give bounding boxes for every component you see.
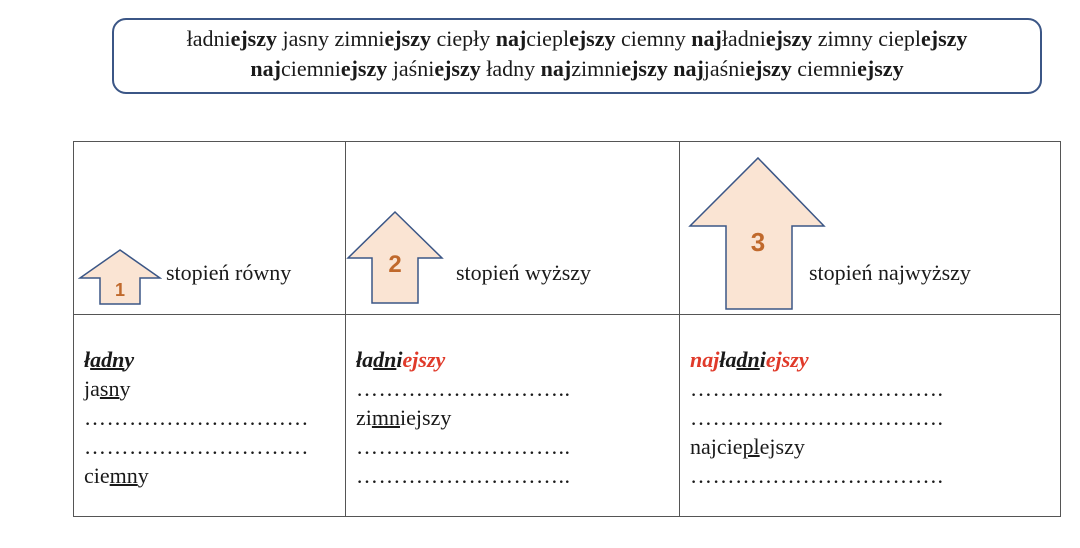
degree-label-2: stopień wyższy: [456, 260, 592, 285]
word-fragment: jaśni: [703, 56, 746, 81]
answer-cell-2: ładniejszy………………………..zimniejszy…………………………: [345, 314, 680, 517]
word-bank-box: ładniejszy jasny zimniejszy ciepły najci…: [112, 18, 1042, 94]
bold-fragment: ejszy: [621, 56, 668, 81]
bold-fragment: ejszy: [765, 26, 813, 51]
word-post: y: [119, 376, 131, 401]
word-pre: zi: [356, 405, 372, 430]
example-stem-underlined: dn: [736, 347, 760, 372]
word-fragment: zimny ciepl: [812, 26, 921, 51]
example-pre: ła: [719, 347, 737, 372]
header-row: 1 stopień równy 2 stopień wyższy 3 stopi…: [73, 141, 1061, 315]
example-word: ładniejszy: [356, 345, 679, 374]
degree-label-3: stopień najwyższy: [809, 260, 971, 285]
word-bank-line-2: najciemniejszy jaśniejszy ładny najzimni…: [114, 54, 1040, 84]
suffix-red: ejszy: [765, 347, 809, 372]
answer-word: ciemny: [84, 461, 345, 490]
word-fragment: ładny: [480, 56, 541, 81]
example-word: ładny: [84, 345, 345, 374]
blank-line: ………………………..: [356, 434, 571, 459]
answer-word: jasny: [84, 374, 345, 403]
degree-number-3: 3: [751, 227, 765, 257]
word-fragment: ciemni: [280, 56, 341, 81]
bold-fragment: ejszy: [857, 56, 904, 81]
bold-fragment: naj: [691, 26, 722, 51]
answer-list-2: ładniejszy………………………..zimniejszy…………………………: [346, 315, 679, 490]
degree-number-1: 1: [115, 280, 125, 300]
up-arrow-icon-2: 2: [346, 210, 444, 304]
word-fragment: ciemni: [791, 56, 858, 81]
degree-label-1: stopień równy: [166, 260, 292, 285]
bold-fragment: naj: [540, 56, 572, 81]
answer-list-3: najładniejszy…………………………….…………………………….naj…: [680, 315, 1060, 490]
blank-line: ………………………..: [356, 376, 571, 401]
word-pre: najcie: [690, 434, 743, 459]
example-word: najładniejszy: [690, 345, 1060, 374]
word-pre: cie: [84, 463, 110, 488]
answer-word: zimniejszy: [356, 403, 679, 432]
bold-fragment: ejszy: [569, 26, 616, 51]
example-post: y: [124, 347, 135, 372]
word-fragment: ładni: [721, 26, 766, 51]
example-stem-underlined: dn: [373, 347, 397, 372]
word-fragment: jasny zimni: [277, 26, 385, 51]
answer-cell-3: najładniejszy…………………………….…………………………….naj…: [679, 314, 1061, 517]
example-pre: ł: [84, 347, 91, 372]
bold-fragment: ejszy: [434, 56, 481, 81]
blank-line: ………………………..: [356, 463, 571, 488]
blank-line: …………………………….: [690, 463, 944, 488]
up-arrow-icon-1: 1: [78, 249, 162, 305]
degrees-table: 1 stopień równy 2 stopień wyższy 3 stopi…: [73, 141, 1061, 517]
bold-fragment: naj: [673, 56, 704, 81]
word-bank-line-1: ładniejszy jasny zimniejszy ciepły najci…: [114, 24, 1040, 54]
word-post: y: [137, 463, 149, 488]
word-fragment: jaśni: [387, 56, 435, 81]
blank-line: …………………………….: [690, 376, 944, 401]
bold-fragment: ejszy: [745, 56, 792, 81]
example-stem-underlined: adn: [90, 347, 125, 372]
word-post: iejszy: [400, 405, 452, 430]
bold-fragment: ejszy: [920, 26, 968, 51]
bold-fragment: ejszy: [340, 56, 388, 81]
example-pre: ła: [356, 347, 374, 372]
bold-fragment: naj: [250, 56, 281, 81]
answer-word: najcieplejszy: [690, 432, 1060, 461]
word-stem-underlined: mn: [109, 463, 138, 488]
suffix-red: ejszy: [402, 347, 446, 372]
degree-number-2: 2: [388, 251, 401, 278]
bold-fragment: ejszy: [230, 26, 277, 51]
word-fragment: ładni: [186, 26, 231, 51]
degree-cell-1: 1 stopień równy: [73, 141, 346, 315]
word-fragment: zimni: [571, 56, 622, 81]
example-post: i: [759, 347, 766, 372]
word-pre: ja: [84, 376, 100, 401]
blank-line: …………………………….: [690, 405, 944, 430]
degree-cell-2: 2 stopień wyższy: [345, 141, 680, 315]
up-arrow-icon-3: 3: [688, 156, 826, 310]
word-stem-underlined: pl: [742, 434, 760, 459]
bold-fragment: ejszy: [384, 26, 431, 51]
blank-line: …………………………: [84, 405, 309, 430]
word-post: ejszy: [759, 434, 805, 459]
prefix-red: naj: [690, 347, 720, 372]
blank-line: …………………………: [84, 434, 309, 459]
degree-cell-3: 3 stopień najwyższy: [679, 141, 1061, 315]
word-fragment: ciemny: [615, 26, 692, 51]
word-stem-underlined: sn: [99, 376, 120, 401]
bold-fragment: naj: [495, 26, 527, 51]
word-fragment: ciepły: [430, 26, 496, 51]
example-post: i: [396, 347, 403, 372]
word-fragment: ciepl: [526, 26, 570, 51]
word-stem-underlined: mn: [371, 405, 401, 430]
